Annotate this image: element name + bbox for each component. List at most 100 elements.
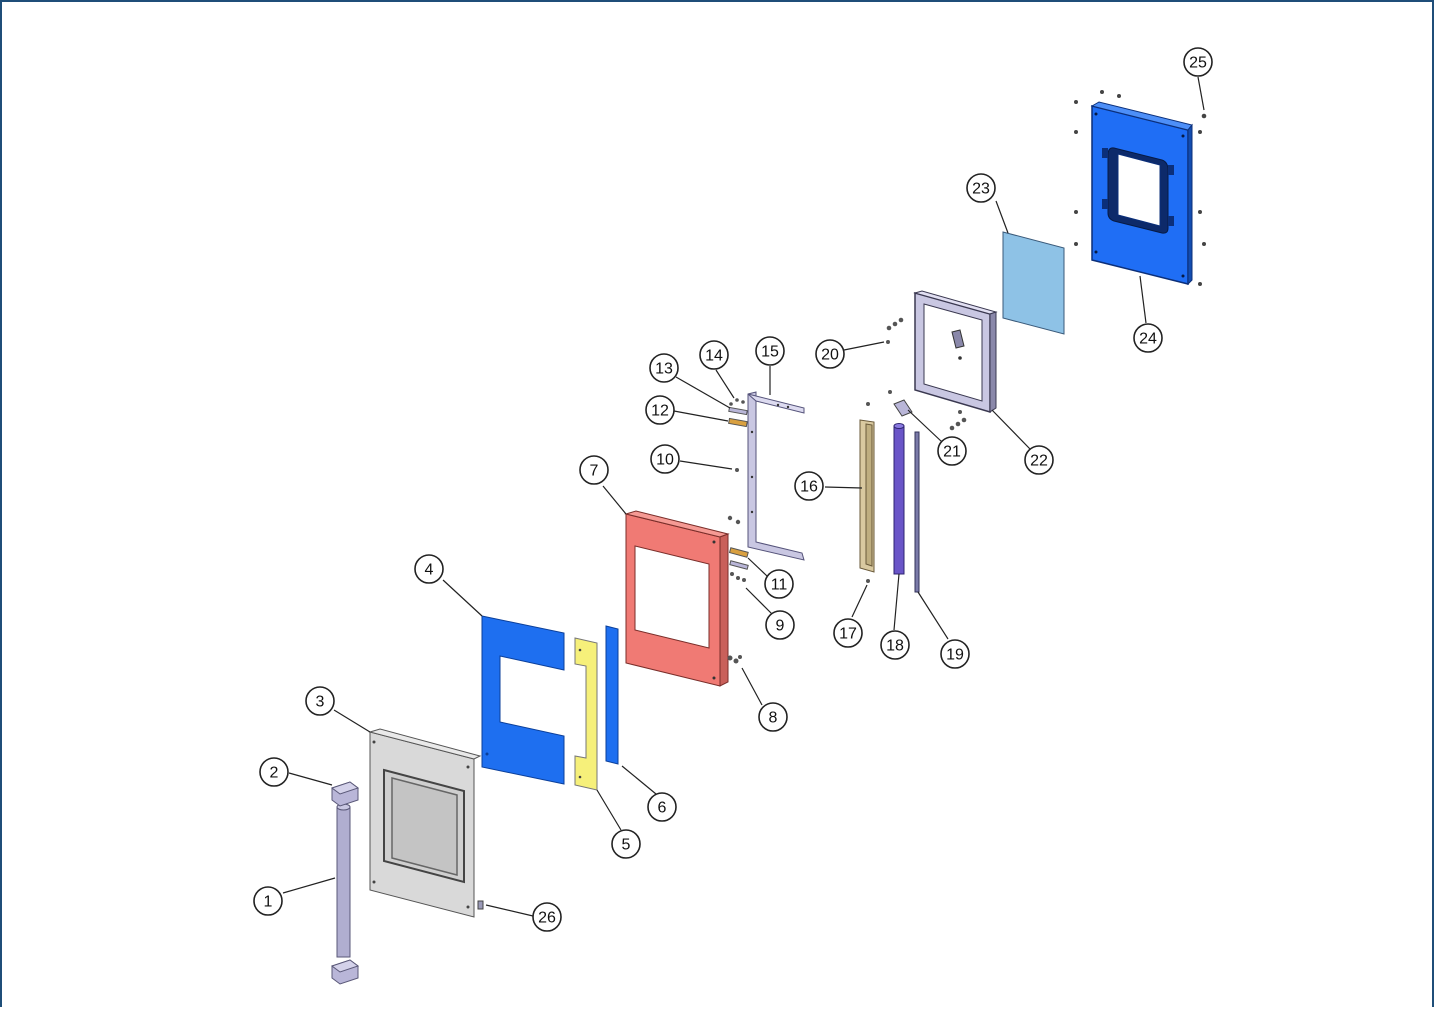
callout-number: 22: [1030, 453, 1048, 470]
callout-number: 20: [821, 347, 839, 364]
callout-circle: [650, 444, 680, 474]
callout-number: 17: [839, 626, 857, 643]
callout-circle: [579, 455, 609, 485]
callout-13: 13: [649, 353, 679, 383]
callout-circle: [253, 886, 283, 916]
part-7-salmon-panel: [624, 510, 730, 687]
part-13-14-fasteners: [729, 398, 745, 406]
callout-circle: [755, 336, 785, 366]
callout-number: 16: [800, 479, 818, 496]
callout-11: 11: [764, 569, 794, 599]
callout-number: 5: [622, 837, 631, 854]
callout-18: 18: [880, 630, 910, 660]
callout-circle: [645, 395, 675, 425]
part-17-screw: [866, 402, 870, 583]
part-9-screws: [730, 572, 746, 582]
part-26-pin: [477, 900, 484, 910]
callout-25: 25: [1183, 47, 1213, 77]
callout-circle: [532, 902, 562, 932]
callout-23: 23: [966, 173, 996, 203]
part-8-screws: [727, 655, 742, 664]
callout-number: 19: [946, 647, 964, 664]
part-4-blue-plate: [481, 615, 565, 785]
callout-16: 16: [794, 471, 824, 501]
callout-number: 14: [705, 348, 723, 365]
leader-lines: [282, 76, 1205, 917]
callout-20: 20: [815, 339, 845, 369]
callout-10: 10: [650, 444, 680, 474]
callout-number: 13: [655, 361, 673, 378]
part-3-door-panel: [368, 728, 482, 918]
callout-number: 3: [316, 694, 325, 711]
callout-number: 24: [1139, 331, 1157, 348]
callout-7: 7: [579, 455, 609, 485]
callout-21: 21: [937, 436, 967, 466]
part-10-screw: [735, 468, 739, 472]
callout-6: 6: [647, 792, 677, 822]
callout-14: 14: [699, 340, 729, 370]
part-5-yellow-strip: [574, 637, 598, 791]
callout-number: 10: [656, 452, 674, 469]
callout-circle: [414, 554, 444, 584]
callout-22: 22: [1024, 445, 1054, 475]
callout-circle: [833, 618, 863, 648]
callout-circle: [699, 340, 729, 370]
callout-17: 17: [833, 618, 863, 648]
callout-number: 12: [651, 403, 669, 420]
callout-circle: [794, 471, 824, 501]
callout-circle: [880, 630, 910, 660]
callout-number: 8: [769, 710, 778, 727]
part-1-tube: [336, 803, 351, 958]
callout-2: 2: [259, 757, 289, 787]
callout-9: 9: [765, 610, 795, 640]
callout-circle: [611, 829, 641, 859]
callout-24: 24: [1133, 323, 1163, 353]
callout-number: 11: [771, 577, 788, 594]
callout-circle: [758, 702, 788, 732]
callout-number: 2: [270, 765, 279, 782]
callout-8: 8: [758, 702, 788, 732]
callout-number: 6: [658, 800, 667, 817]
part-22-lavender-frame: [913, 290, 998, 414]
part-21-clip: [888, 390, 967, 431]
part-19-thin-rod: [914, 431, 920, 593]
callout-number: 15: [761, 344, 779, 361]
callout-15: 15: [755, 336, 785, 366]
part-16-tan-bar: [859, 419, 875, 573]
callout-19: 19: [940, 639, 970, 669]
callout-circle: [1183, 47, 1213, 77]
callout-circle: [1024, 445, 1054, 475]
callout-5: 5: [611, 829, 641, 859]
callout-circle: [966, 173, 996, 203]
part-25-screws: [1074, 90, 1207, 286]
part-11-bracket: [728, 547, 749, 570]
callout-number: 25: [1189, 55, 1207, 72]
part-18-purple-rod: [893, 423, 905, 575]
callout-circle: [305, 686, 335, 716]
part-12-bracket: [728, 406, 748, 428]
callout-circle: [649, 353, 679, 383]
callout-4: 4: [414, 554, 444, 584]
callout-circle: [765, 610, 795, 640]
callout-26: 26: [532, 902, 562, 932]
part-2-hinge-blocks: [330, 781, 360, 985]
callout-number: 4: [425, 562, 434, 579]
callout-number: 7: [590, 463, 599, 480]
callout-circle: [815, 339, 845, 369]
callout-circle: [647, 792, 677, 822]
part-20-screws: [886, 317, 904, 344]
part-24-blue-frame: [1090, 101, 1193, 286]
part-6-blue-strip: [605, 625, 619, 765]
callout-circle: [764, 569, 794, 599]
callout-number: 18: [886, 638, 904, 655]
part-15-c-channel: [727, 391, 805, 561]
callout-circle: [940, 639, 970, 669]
callout-circle: [1133, 323, 1163, 353]
callout-number: 26: [538, 910, 556, 927]
callout-12: 12: [645, 395, 675, 425]
callout-circle: [259, 757, 289, 787]
callout-number: 21: [943, 444, 961, 461]
